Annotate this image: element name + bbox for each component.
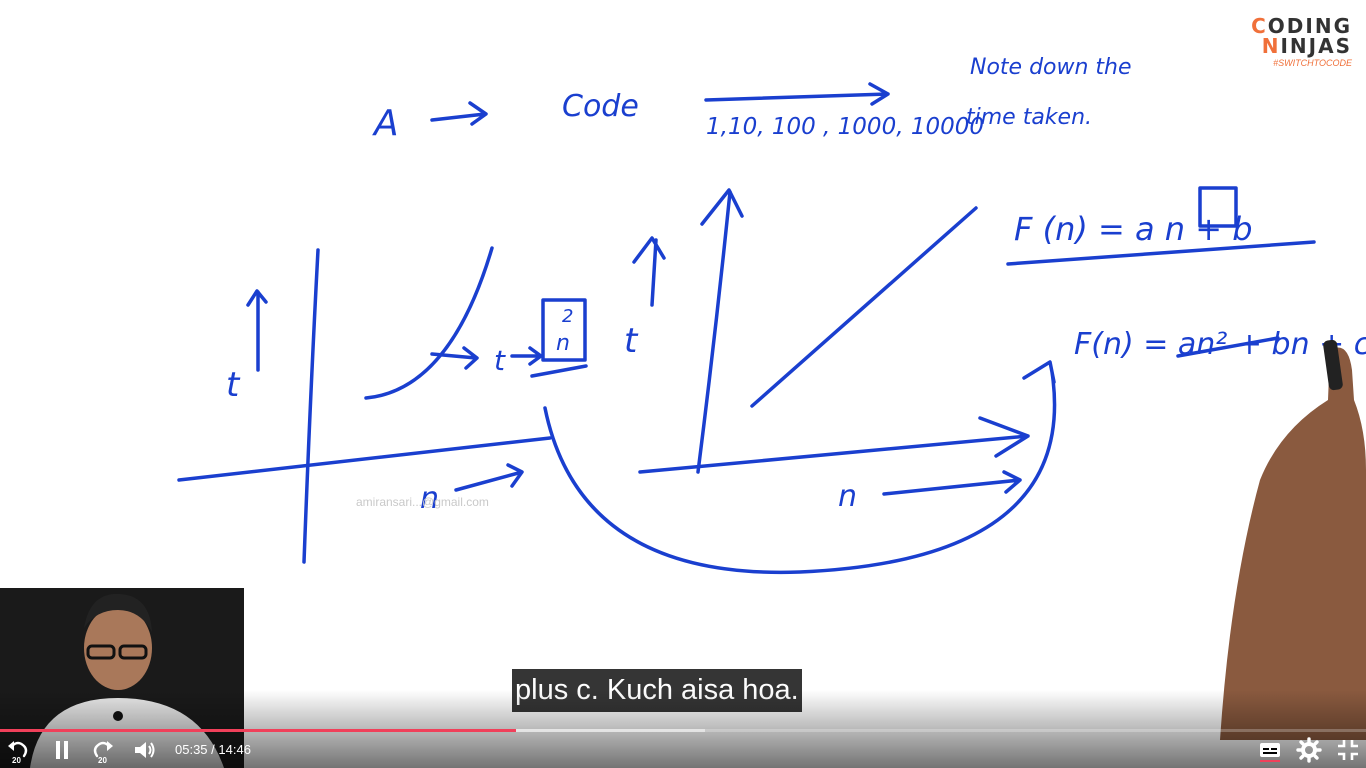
wb-box-exp: 2 bbox=[562, 306, 573, 327]
wb-connecting-curve bbox=[543, 360, 1057, 575]
wb-box-underline bbox=[530, 364, 588, 378]
wb-right-t-label: t bbox=[624, 321, 639, 361]
time-display: 05:35 / 14:46 bbox=[175, 742, 251, 757]
wb-note-line1: Note down the bbox=[970, 55, 1132, 80]
logo-line2: NINJAS bbox=[1261, 34, 1352, 58]
captions-button[interactable] bbox=[1256, 736, 1284, 764]
wb-left-t-label: t bbox=[226, 365, 241, 405]
wb-formula-linear: F (n) = a n + b bbox=[1014, 210, 1253, 248]
coding-ninjas-logo: CODING NINJAS #SWITCHTOCODE bbox=[1228, 12, 1358, 72]
exit-fullscreen-button[interactable] bbox=[1334, 736, 1362, 764]
svg-text:20: 20 bbox=[12, 756, 21, 764]
skip-forward-icon: 20 bbox=[93, 741, 113, 764]
wb-note-line2: time taken. bbox=[966, 105, 1092, 130]
wb-left-n-arrow bbox=[454, 463, 524, 492]
wb-right-x-axis bbox=[638, 416, 1030, 474]
wb-right-n-label: n bbox=[838, 479, 857, 514]
logo-line1: CODING bbox=[1251, 14, 1352, 38]
email-watermark: amiransari...@gmail.com bbox=[356, 495, 489, 509]
wb-n-squared-box bbox=[541, 298, 587, 362]
progress-bar[interactable] bbox=[0, 729, 1366, 732]
wb-label-a: A bbox=[372, 103, 399, 144]
skip-forward-button[interactable]: 20 bbox=[89, 736, 117, 764]
wb-formula-quadratic-underline bbox=[1176, 336, 1280, 358]
wb-arrow-code bbox=[704, 82, 890, 106]
wb-left-n-label: n bbox=[420, 481, 439, 516]
wb-left-x-axis bbox=[177, 436, 552, 482]
pause-icon bbox=[56, 741, 68, 759]
settings-button[interactable] bbox=[1295, 736, 1323, 764]
current-time: 05:35 bbox=[175, 742, 208, 757]
wb-t-arrow-to-box bbox=[510, 346, 543, 366]
instructor-webcam bbox=[0, 588, 244, 768]
instructor-figure bbox=[0, 588, 244, 768]
wb-right-n-arrow bbox=[882, 470, 1022, 496]
wb-right-line bbox=[750, 206, 978, 408]
gear-icon bbox=[1296, 737, 1322, 763]
svg-text:20: 20 bbox=[98, 756, 107, 764]
skip-back-icon: 20 bbox=[8, 741, 28, 764]
volume-button[interactable] bbox=[130, 736, 158, 764]
logo-tagline: #SWITCHTOCODE bbox=[1273, 58, 1352, 68]
wb-right-y-axis bbox=[696, 190, 732, 474]
progress-played bbox=[0, 729, 517, 732]
captions-icon bbox=[1260, 743, 1280, 762]
volume-icon bbox=[135, 742, 155, 758]
wb-right-y-arrowhead bbox=[700, 188, 744, 226]
exit-fullscreen-icon bbox=[1338, 740, 1358, 760]
skip-back-button[interactable]: 20 bbox=[4, 736, 32, 764]
wb-left-curve bbox=[364, 246, 494, 400]
wb-right-t-arrow bbox=[632, 236, 666, 307]
wb-label-code: Code bbox=[562, 89, 639, 124]
wb-formula-quadratic: F(n) = an² + bn + c bbox=[1074, 327, 1366, 362]
pause-button[interactable] bbox=[48, 736, 76, 764]
wb-left-y-axis bbox=[302, 248, 320, 564]
wb-formula-linear-underline bbox=[1006, 240, 1316, 266]
instructor-hand bbox=[1220, 340, 1366, 740]
wb-arrow-t-label: t bbox=[494, 344, 506, 377]
wb-left-arrow-to-t bbox=[430, 346, 479, 370]
wb-values: 1,10, 100 , 1000, 10000 bbox=[706, 114, 984, 140]
wb-formula-n-box bbox=[1198, 186, 1238, 228]
duration: 14:46 bbox=[218, 742, 251, 757]
wb-box-n: n bbox=[556, 331, 570, 356]
subtitle-caption: plus c. Kuch aisa hoa. bbox=[512, 669, 802, 712]
time-separator: / bbox=[211, 742, 215, 757]
wb-left-t-arrow bbox=[246, 289, 268, 372]
wb-arrow-a bbox=[430, 101, 488, 126]
